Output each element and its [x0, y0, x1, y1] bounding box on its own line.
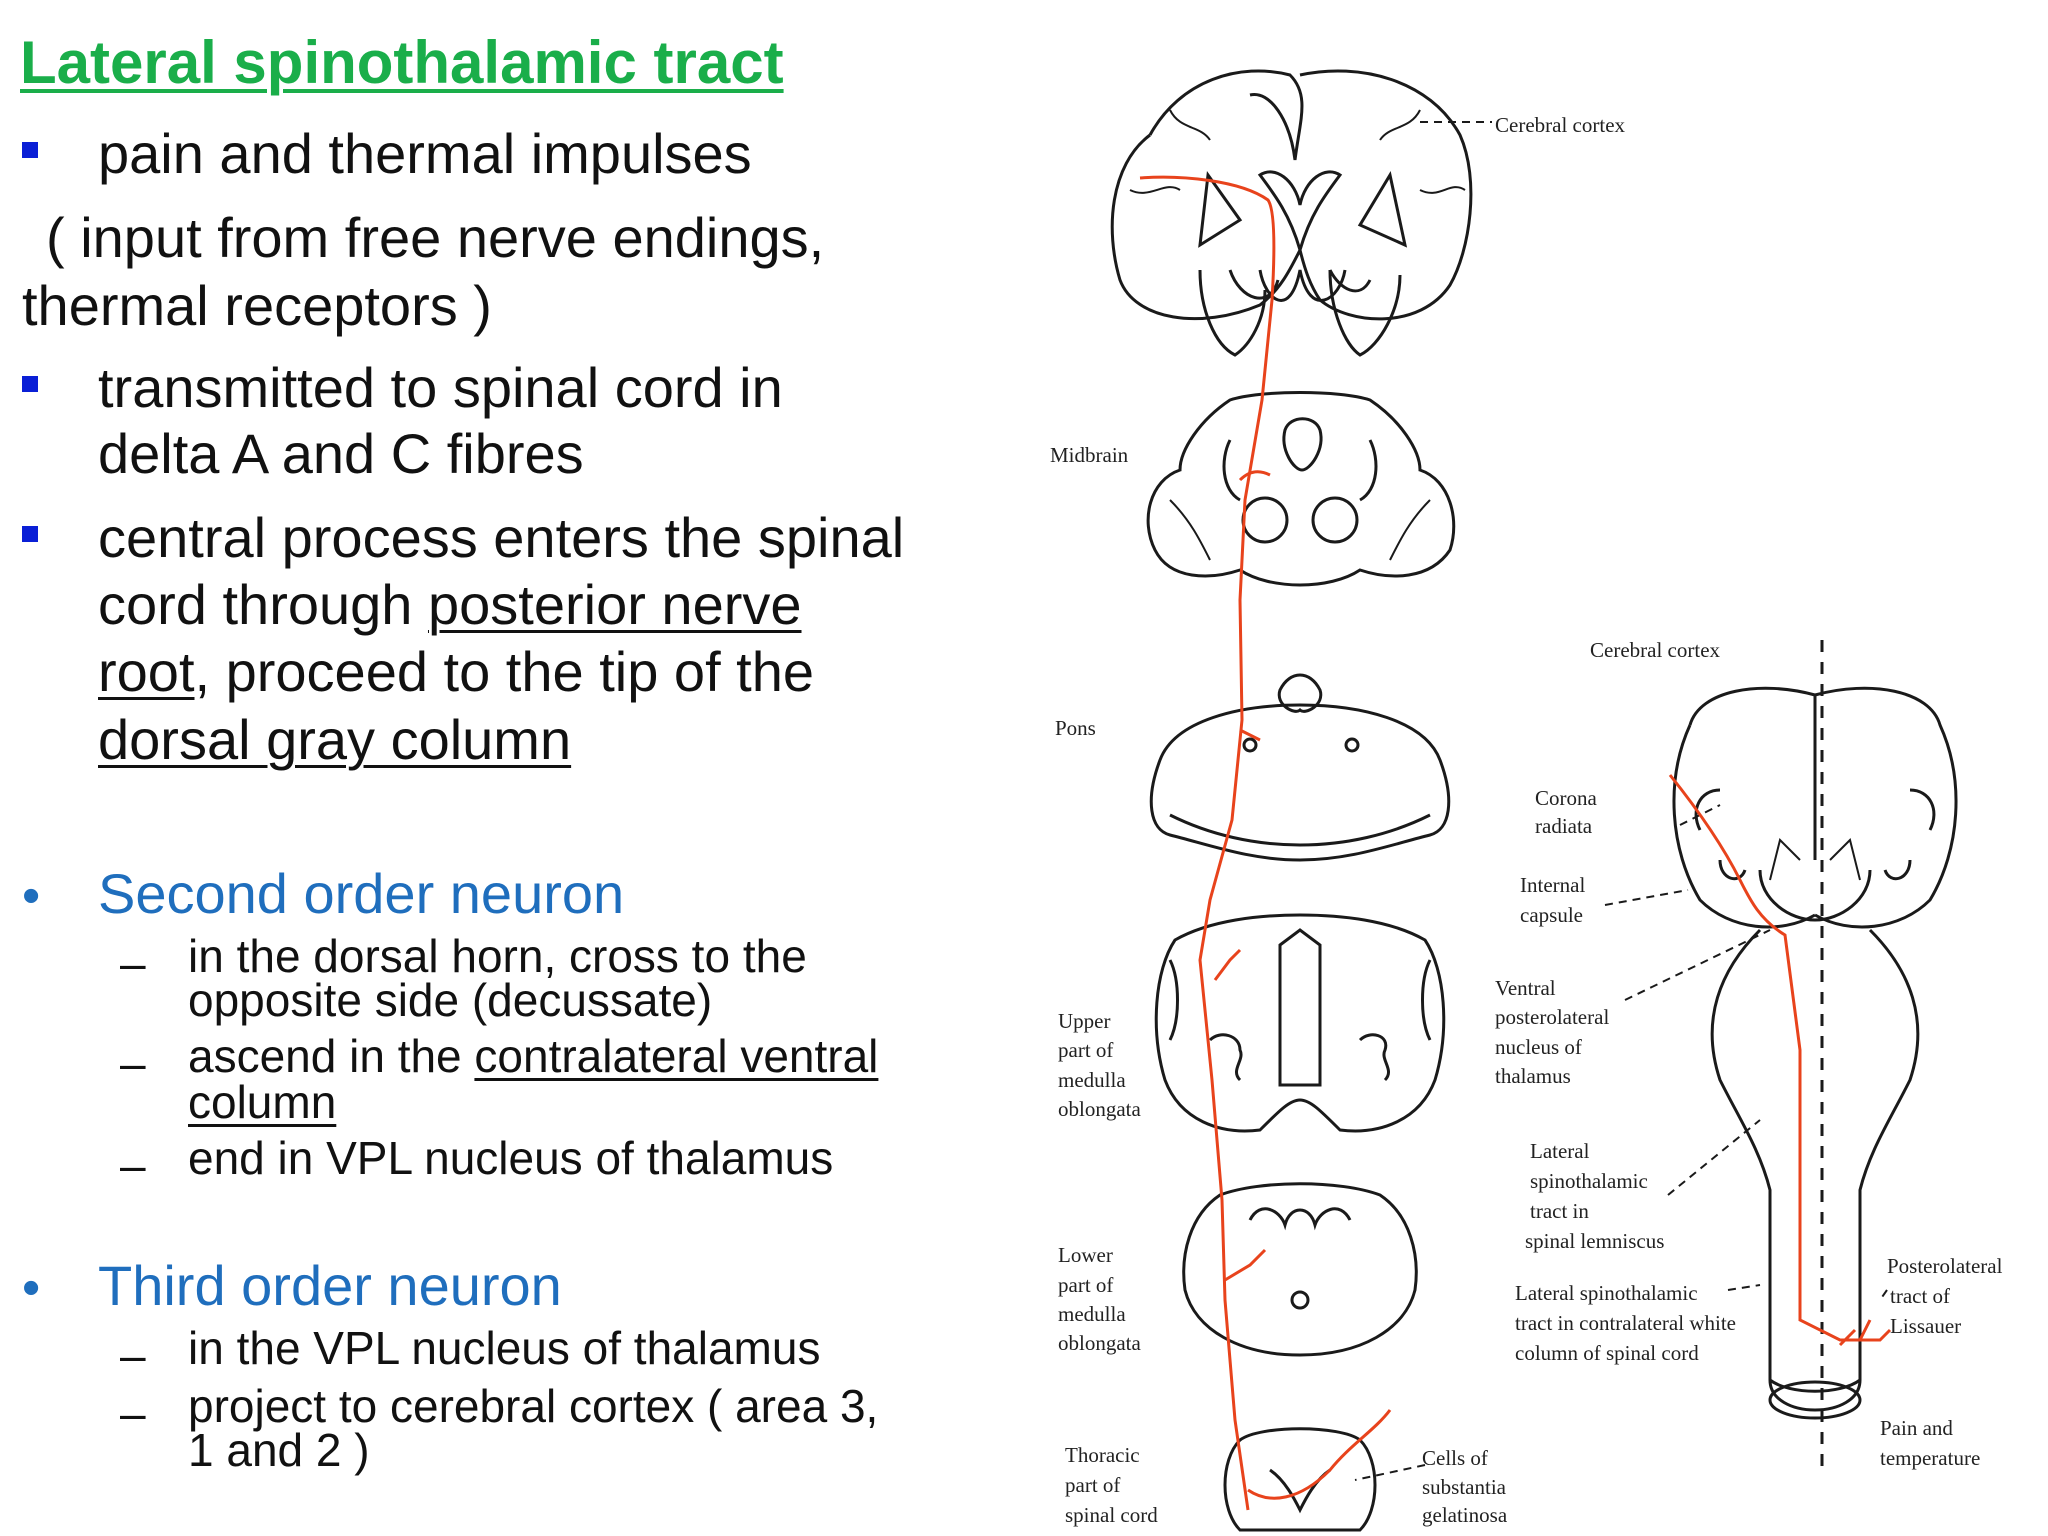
dash-icon: – [120, 937, 146, 989]
label-lst-white-3: column of spinal cord [1515, 1341, 1699, 1365]
label-upper-medulla-3: medulla [1058, 1068, 1126, 1092]
bullet-paren-line2: thermal receptors ) [22, 274, 492, 337]
dash-icon: – [120, 1037, 146, 1089]
second-item-2-line1: ascend in the contralateral ventral [188, 1030, 879, 1082]
label-pain-1: Pain and [1880, 1416, 1953, 1440]
second-order-heading: Second order neuron [98, 862, 625, 925]
label-substantia-2: substantia [1422, 1475, 1507, 1499]
label-corona-2: radiata [1535, 814, 1593, 838]
dash-icon: – [120, 1387, 146, 1439]
longitudinal-brainstem-view [1672, 686, 1958, 1420]
third-item-1: in the VPL nucleus of thalamus [188, 1322, 821, 1374]
label-cerebral-cortex-top: Cerebral cortex [1495, 113, 1626, 137]
second-item-2-line2: column [188, 1076, 337, 1128]
label-midbrain: Midbrain [1050, 443, 1129, 467]
label-upper-medulla-4: oblongata [1058, 1097, 1141, 1121]
second-item-1-line2: opposite side (decussate) [188, 974, 713, 1026]
bullet-square-icon [22, 142, 38, 158]
link-posterior-nerve: posterior nerve [427, 573, 802, 636]
third-order-heading: Third order neuron [98, 1254, 562, 1317]
label-pons: Pons [1055, 716, 1096, 740]
label-vpl-4: thalamus [1495, 1064, 1571, 1088]
dash-icon: – [120, 1329, 146, 1381]
label-lissauer-2: tract of [1890, 1284, 1950, 1308]
bullet-square-icon [22, 376, 38, 392]
coronal-brain-section [1110, 69, 1473, 357]
midbrain-section [1146, 391, 1456, 587]
label-lst-lemniscus-2: spinothalamic [1530, 1169, 1648, 1193]
label-corona-1: Corona [1535, 786, 1598, 810]
third-item-2-line2: 1 and 2 ) [188, 1424, 370, 1476]
slide-title: Lateral spinothalamic tract [20, 29, 784, 96]
label-vpl-2: posterolateral [1495, 1005, 1609, 1029]
bullet-transmitted-line2: delta A and C fibres [98, 422, 584, 485]
label-lower-medulla-4: oblongata [1058, 1331, 1141, 1355]
bullet-pain-thermal: pain and thermal impulses [98, 122, 752, 185]
link-dorsal-gray-column: dorsal gray column [98, 708, 572, 771]
bullet-central-line2: cord through posterior nerve [98, 573, 802, 636]
third-item-2-line1: project to cerebral cortex ( area 3, [188, 1380, 879, 1432]
label-vpl-1: Ventral [1495, 976, 1556, 1000]
bullet-dot-icon: • [22, 1259, 41, 1317]
pathway-red [1139, 175, 1892, 1511]
lower-medulla-section [1182, 1182, 1418, 1357]
label-lissauer-3: Lissauer [1890, 1314, 1961, 1338]
label-lst-lemniscus-3: tract in [1530, 1199, 1589, 1223]
label-lst-lemniscus-1: Lateral [1530, 1139, 1590, 1163]
link-root: root [98, 640, 195, 703]
bullet-dot-icon: • [22, 867, 41, 925]
bullet-central-line4: dorsal gray column [98, 706, 571, 774]
thoracic-cord-section [1223, 1427, 1377, 1532]
label-thoracic-1: Thoracic [1065, 1443, 1140, 1467]
label-lower-medulla-2: part of [1058, 1273, 1113, 1297]
label-lower-medulla-3: medulla [1058, 1302, 1126, 1326]
label-thoracic-2: part of [1065, 1473, 1120, 1497]
pons-section [1149, 673, 1451, 862]
label-internal-capsule-1: Internal [1520, 873, 1585, 897]
label-lst-white-1: Lateral spinothalamic [1515, 1281, 1698, 1305]
label-lissauer-1: Posterolateral [1887, 1254, 2003, 1278]
dash-icon: – [120, 1139, 146, 1191]
bullet-central-line3: root, proceed to the tip of the [98, 640, 815, 703]
label-substantia-1: Cells of [1422, 1446, 1488, 1470]
upper-medulla-section [1154, 913, 1446, 1133]
label-internal-capsule-2: capsule [1520, 903, 1583, 927]
label-lst-white-2: tract in contralateral white [1515, 1311, 1736, 1335]
label-pain-2: temperature [1880, 1446, 1980, 1470]
label-vpl-3: nucleus of [1495, 1035, 1582, 1059]
second-item-3: end in VPL nucleus of thalamus [188, 1132, 834, 1184]
label-upper-medulla-2: part of [1058, 1038, 1113, 1062]
label-substantia-3: gelatinosa [1422, 1503, 1508, 1527]
bullet-central-line1: central process enters the spinal [98, 506, 905, 569]
label-cerebral-cortex-right: Cerebral cortex [1590, 638, 1721, 662]
label-lst-lemniscus-4: spinal lemniscus [1525, 1229, 1664, 1253]
second-item-1-line1: in the dorsal horn, cross to the [188, 930, 807, 982]
leader-lines [1354, 121, 1888, 1481]
label-lower-medulla-1: Lower [1058, 1243, 1113, 1267]
bullet-paren-line1: ( input from free nerve endings, [46, 206, 825, 269]
label-thoracic-3: spinal cord [1065, 1503, 1158, 1527]
label-upper-medulla-1: Upper [1058, 1009, 1110, 1033]
bullet-transmitted-line1: transmitted to spinal cord in [98, 356, 783, 419]
bullet-square-icon [22, 526, 38, 542]
